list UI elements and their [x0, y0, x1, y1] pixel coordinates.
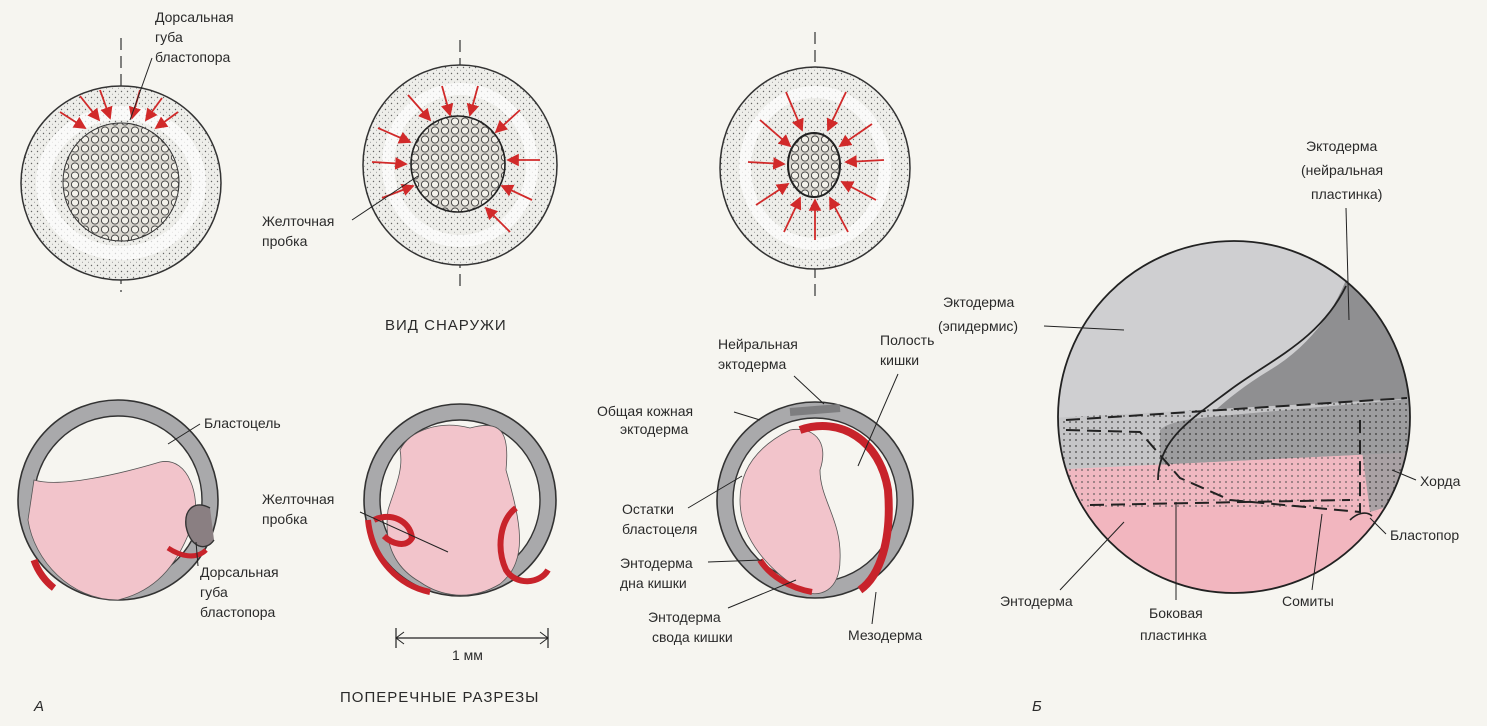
external-view-2	[363, 40, 557, 292]
svg-text:Мезодерма: Мезодерма	[848, 627, 922, 643]
svg-text:свода кишки: свода кишки	[652, 629, 733, 645]
svg-text:Хорда: Хорда	[1420, 473, 1461, 489]
label-blastopore: Бластопор	[1370, 518, 1459, 543]
section-1	[18, 400, 218, 600]
svg-text:пластинка: пластинка	[1140, 627, 1207, 643]
svg-text:Дорсальная: Дорсальная	[155, 9, 234, 25]
section-2	[364, 404, 556, 596]
svg-text:Эктодерма: Эктодерма	[943, 294, 1014, 310]
svg-text:Желточная: Желточная	[262, 213, 334, 229]
header-sections: ПОПЕРЕЧНЫЕ РАЗРЕЗЫ	[340, 689, 539, 706]
svg-text:Остатки: Остатки	[622, 501, 674, 517]
svg-text:Желточная: Желточная	[262, 491, 334, 507]
svg-text:Нейральная: Нейральная	[718, 336, 798, 352]
svg-text:Сомиты: Сомиты	[1282, 593, 1334, 609]
svg-text:пластинка): пластинка)	[1311, 186, 1382, 202]
panel-label-a: А	[33, 698, 44, 715]
svg-text:Бластопор: Бластопор	[1390, 527, 1459, 543]
svg-text:(эпидермис): (эпидермис)	[938, 318, 1018, 334]
svg-text:бластопора: бластопора	[155, 49, 231, 65]
label-neural-ectoderm: Нейральная эктодерма	[718, 336, 824, 404]
header-external-view: ВИД СНАРУЖИ	[385, 317, 507, 334]
svg-text:губа: губа	[155, 29, 183, 45]
svg-text:Дорсальная: Дорсальная	[200, 564, 279, 580]
svg-text:пробка: пробка	[262, 233, 308, 249]
label-dorsal-lip-section: Дорсальная губа бластопора	[196, 542, 279, 620]
fate-map-sphere	[1050, 230, 1430, 610]
svg-text:бластопора: бластопора	[200, 604, 276, 620]
svg-text:1 мм: 1 мм	[452, 647, 483, 663]
svg-text:губа: губа	[200, 584, 228, 600]
svg-text:Бластоцель: Бластоцель	[204, 415, 281, 431]
panel-label-b: Б	[1032, 698, 1042, 715]
label-notochord: Хорда	[1392, 470, 1461, 489]
svg-text:Энтодерма: Энтодерма	[1000, 593, 1073, 609]
svg-text:эктодерма: эктодерма	[620, 421, 689, 437]
scale-bar: 1 мм	[396, 628, 548, 663]
svg-text:Энтодерма: Энтодерма	[648, 609, 721, 625]
svg-text:Энтодерма: Энтодерма	[620, 555, 693, 571]
svg-text:(нейральная: (нейральная	[1301, 162, 1383, 178]
svg-text:Эктодерма: Эктодерма	[1306, 138, 1377, 154]
svg-text:Общая кожная: Общая кожная	[597, 403, 693, 419]
label-skin-ectoderm: Общая кожная эктодерма	[597, 403, 760, 437]
svg-text:дна кишки: дна кишки	[620, 575, 687, 591]
external-view-1	[21, 38, 221, 292]
section-3	[717, 402, 913, 598]
svg-text:Полость: Полость	[880, 332, 934, 348]
label-mesoderm: Мезодерма	[848, 592, 922, 643]
external-view-3	[720, 32, 910, 302]
svg-text:кишки: кишки	[880, 352, 919, 368]
svg-text:бластоцеля: бластоцеля	[622, 521, 697, 537]
svg-text:Боковая: Боковая	[1149, 605, 1203, 621]
svg-text:пробка: пробка	[262, 511, 308, 527]
svg-text:эктодерма: эктодерма	[718, 356, 787, 372]
label-floor-endoderm: Энтодерма дна кишки	[620, 555, 762, 591]
